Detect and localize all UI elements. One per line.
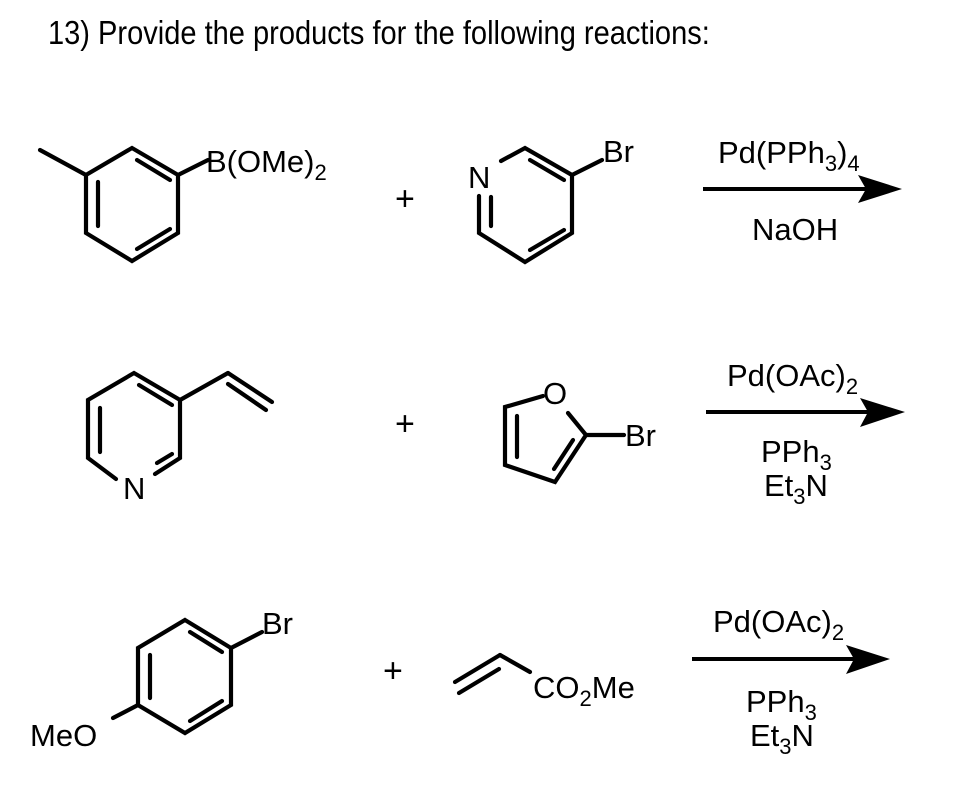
reactant-3-vinylpyridine: N <box>85 370 275 506</box>
reactant-4-bromoanisole: Br MeO <box>30 606 293 753</box>
reaction-arrow-3 <box>692 645 890 674</box>
reaction-arrow-2 <box>706 398 905 427</box>
methyl-bond <box>37 147 89 178</box>
bromine-bond <box>228 629 265 651</box>
question-title: 13) Provide the products for the followi… <box>48 14 710 51</box>
catalyst-label: Pd(OAc)2 <box>727 358 858 399</box>
boronate-label: B(OMe)2 <box>206 144 327 185</box>
furan-oxygen: O <box>543 376 567 411</box>
catalyst-label: Pd(OAc)2 <box>713 604 844 645</box>
alkene-double-bond <box>452 652 503 685</box>
double-bond-inner <box>136 382 175 408</box>
pyridine-ring <box>85 370 183 482</box>
reactant-3-bromopyridine: N Br <box>468 134 634 265</box>
ester-label: CO2Me <box>533 670 635 711</box>
double-bond-inner <box>551 437 576 472</box>
reactant-2-bromofuran: O Br <box>502 376 656 485</box>
methoxy-label: MeO <box>30 718 97 753</box>
plus-sign: + <box>395 180 415 218</box>
double-bond-inner <box>134 226 173 252</box>
arrow-head <box>858 175 902 203</box>
double-bond-inner <box>154 451 175 466</box>
reactant-methyl-acrylate: CO2Me <box>452 652 635 711</box>
pyridine-nitrogen: N <box>123 471 145 506</box>
double-bond-inner <box>527 227 567 253</box>
reaction-1: B(OMe)2 + N Br Pd(PPh3)4 NaOH <box>37 134 902 265</box>
boron-bond <box>175 157 211 178</box>
ligand-label: PPh3 <box>746 684 817 725</box>
pyridine-nitrogen: N <box>468 160 490 195</box>
methoxy-bond <box>110 702 141 721</box>
plus-sign: + <box>383 652 403 690</box>
bromine-label: Br <box>262 606 293 641</box>
pyridine-ring <box>476 145 575 265</box>
reaction-3: Br MeO + CO2Me Pd(OAc)2 PPh3 Et3N <box>30 604 890 759</box>
base-label: Et3N <box>764 468 828 509</box>
catalyst-label: Pd(PPh3)4 <box>718 135 860 176</box>
arrow-head <box>860 398 905 427</box>
base-label: NaOH <box>752 212 838 247</box>
double-bond-inner <box>187 629 225 655</box>
double-bond-inner <box>187 698 225 724</box>
reaction-arrow-1 <box>703 175 902 203</box>
reactant-tolyl-boronate: B(OMe)2 <box>37 144 327 264</box>
vinyl-bond <box>177 370 231 403</box>
ligand-label: PPh3 <box>761 434 832 475</box>
arrow-head <box>846 645 890 674</box>
bromine-label: Br <box>603 134 634 169</box>
base-label: Et3N <box>750 718 814 759</box>
bromine-bond <box>569 157 605 178</box>
plus-sign: + <box>395 405 415 443</box>
reaction-2: N + O Br Pd(OAc)2 PPh3 Et3N <box>85 358 905 509</box>
alkene-double-bond-inner <box>456 666 502 696</box>
vinyl-double-bond <box>225 370 275 405</box>
ester-bond <box>497 652 533 675</box>
bromine-label: Br <box>625 418 656 453</box>
furan-ring <box>502 393 589 485</box>
double-bond-inner <box>134 157 173 183</box>
double-bond-inner <box>527 157 567 183</box>
vinyl-double-bond-inner <box>225 381 269 413</box>
